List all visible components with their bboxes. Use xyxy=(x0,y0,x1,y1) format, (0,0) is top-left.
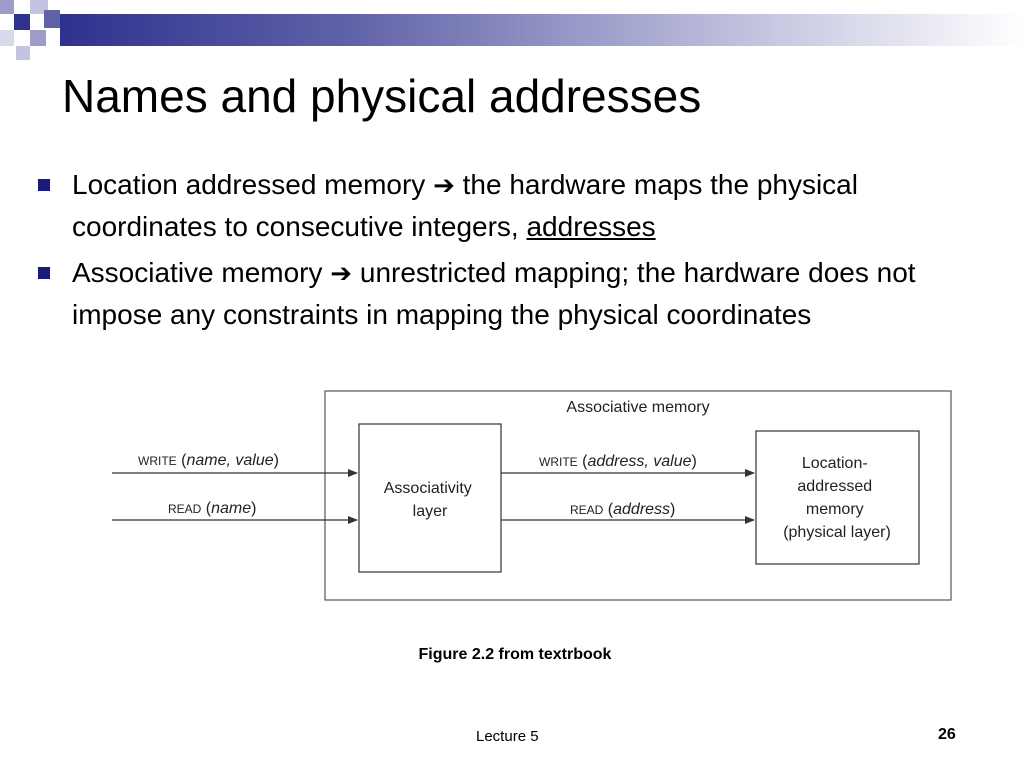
bullet-lead: Associative memory xyxy=(72,257,323,288)
outer-box-label: Associative memory xyxy=(566,399,709,416)
right-arrow-icon: ➔ xyxy=(433,170,455,200)
deco-square-7 xyxy=(16,46,30,60)
write-call-left: WRITE (name, value) xyxy=(138,452,279,469)
bullet-lead: Location addressed memory xyxy=(72,169,426,200)
read-call-left: READ (name) xyxy=(168,500,256,517)
associative-memory-diagram: Associative memory Associativity layer L… xyxy=(112,390,952,601)
deco-square-4 xyxy=(44,10,60,28)
deco-square-3 xyxy=(14,14,30,30)
right-arrow-icon: ➔ xyxy=(330,258,353,288)
bullet-item-associative-memory: Associative memory ➔ unrestricted mappin… xyxy=(34,252,994,336)
bullet-list: Location addressed memory ➔ the hardware… xyxy=(34,164,994,340)
outer-box xyxy=(324,390,952,601)
write-call-right: WRITE (address, value) xyxy=(539,453,697,470)
bullet-text: the hardware maps the physical coordinat… xyxy=(72,169,858,242)
deco-square-5 xyxy=(0,30,14,46)
bullet-text: unrestricted mapping; the hardware does … xyxy=(72,257,916,330)
physical-layer-label: Location- addressed memory (physical lay… xyxy=(783,455,891,541)
associativity-layer-label: Associativity layer xyxy=(384,480,476,520)
header-decoration xyxy=(0,0,1024,60)
read-call-right: READ (address) xyxy=(570,501,675,518)
bullet-item-location-memory: Location addressed memory ➔ the hardware… xyxy=(34,164,994,248)
footer-lecture: Lecture 5 xyxy=(476,728,539,745)
bullet-emphasis: addresses xyxy=(526,211,656,242)
deco-square-1 xyxy=(0,0,14,14)
physical-layer-box xyxy=(755,430,920,565)
page-number: 26 xyxy=(938,726,956,743)
figure-caption: Figure 2.2 from textrbook xyxy=(418,646,612,663)
associativity-layer-box xyxy=(358,423,502,573)
header-gradient-bar xyxy=(60,14,1024,46)
deco-square-6 xyxy=(30,30,46,46)
deco-square-2 xyxy=(30,0,48,14)
bullet-square-icon xyxy=(38,179,50,191)
slide-title: Names and physical addresses xyxy=(62,70,702,122)
bullet-square-icon xyxy=(38,267,50,279)
